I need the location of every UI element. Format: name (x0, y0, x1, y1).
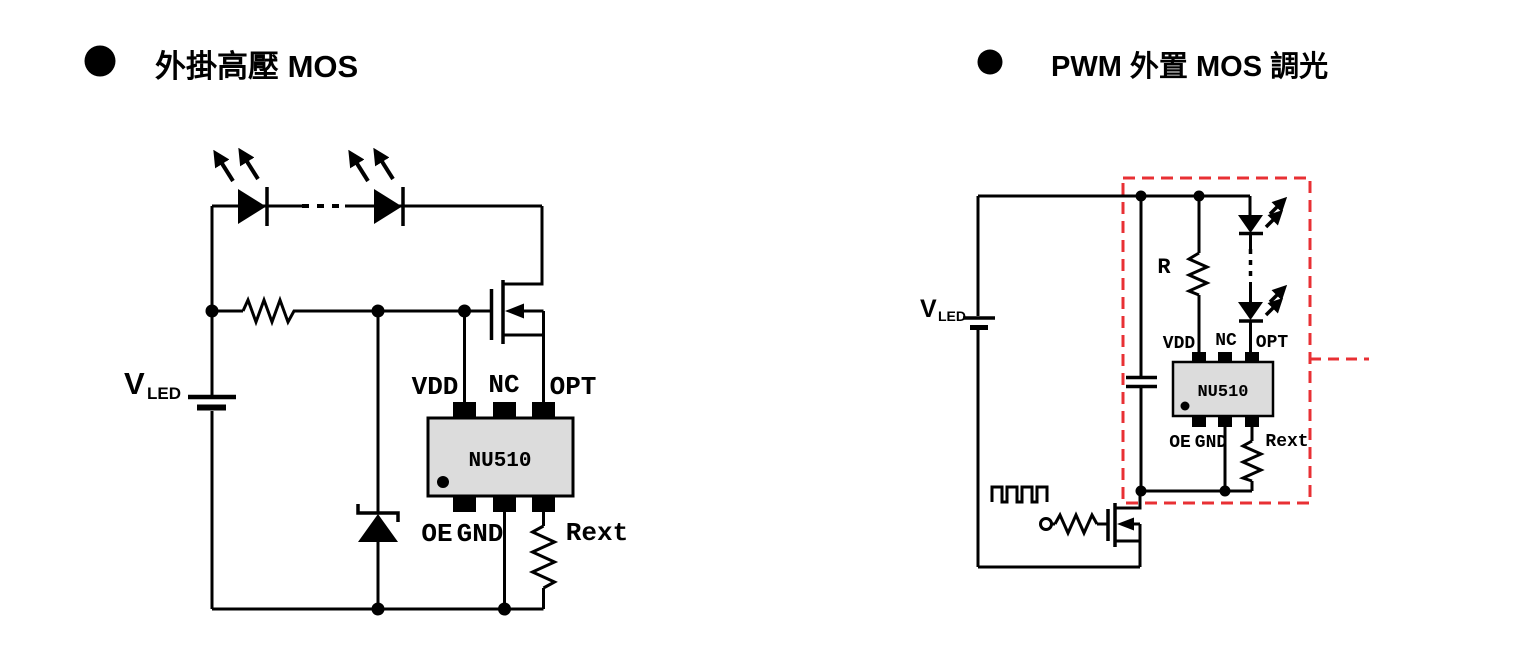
vled-label: V LED (124, 366, 181, 403)
led-icon (374, 189, 402, 224)
opt-label: OPT (1256, 333, 1289, 353)
led-icon (238, 189, 266, 224)
right-circuit: R (920, 176, 1369, 569)
chip-nu510: NU510 (1171, 352, 1275, 427)
gnd-label: GND (457, 519, 504, 549)
pin-nc (493, 402, 516, 419)
left-title-text: 外掛高壓 MOS (155, 49, 358, 84)
light-arrows-icon (213, 147, 395, 183)
zener-branch (356, 311, 400, 609)
input-terminal-icon (1039, 517, 1053, 531)
pin-oe (453, 495, 476, 512)
pin-gnd (493, 495, 516, 512)
chip-pin-labels: VDD NC OPT OE GND Rext (412, 370, 629, 549)
vled-main: V (124, 366, 145, 401)
resistor-icon (1053, 511, 1099, 537)
pin1-marker-icon (437, 476, 449, 488)
pwm-waveform-icon (990, 485, 1049, 504)
oe-label: OE (1169, 433, 1191, 453)
vled-battery (188, 206, 236, 609)
zener-diode-icon (358, 514, 398, 542)
pin-gnd (1218, 416, 1232, 427)
mosfet-drain-wire (1115, 491, 1142, 510)
led-string (1238, 196, 1288, 352)
mosfet-body-arrow-icon (1117, 517, 1134, 531)
vdd-label: VDD (412, 372, 459, 402)
pin-oe (1192, 416, 1206, 427)
dashed-box (1121, 176, 1312, 505)
mosfet-body-arrow-icon (505, 303, 524, 319)
right-title: PWM 外置 MOS 調光 (977, 49, 1328, 83)
pin-vdd (453, 402, 476, 419)
resistor-icon (528, 524, 559, 590)
pwm-mosfet (1039, 491, 1142, 567)
pin1-marker-icon (1180, 401, 1190, 411)
light-arrows-icon (1264, 196, 1288, 317)
rext-branch (528, 512, 559, 609)
junction-dots (1135, 190, 1231, 497)
rext-label: Rext (566, 518, 628, 548)
capacitor-branch (1126, 196, 1157, 491)
chip-nu510: NU510 (426, 402, 575, 512)
left-title: 外掛高壓 MOS (84, 45, 358, 84)
chip-name-label: NU510 (1197, 383, 1248, 402)
chip-pin-labels: VDD NC OPT OE GND Rext (1163, 331, 1309, 453)
oe-label: OE (421, 519, 452, 549)
pin-opt (1245, 352, 1259, 362)
left-circuit: NU510 VDD NC OPT OE GND Rext (124, 147, 629, 616)
vled-main: V (920, 295, 937, 323)
resistor-icon (1238, 439, 1265, 483)
rext-label: Rext (1265, 432, 1308, 452)
chip-name-label: NU510 (468, 450, 531, 473)
r-label: R (1157, 255, 1171, 280)
opt-label: OPT (550, 372, 597, 402)
application-highlight-box (1121, 176, 1369, 505)
junction-dots (205, 304, 511, 616)
vled-battery (963, 196, 995, 567)
vled-sub: LED (938, 308, 966, 324)
pin-rext (1245, 416, 1259, 427)
nc-label: NC (488, 370, 519, 400)
gnd-label: GND (1195, 433, 1228, 453)
gate-resistor-line (212, 295, 490, 327)
pin-opt (532, 402, 555, 419)
rext-branch (1238, 427, 1265, 491)
bullet-icon (977, 49, 1003, 75)
right-title-text: PWM 外置 MOS 調光 (1051, 50, 1328, 83)
mosfet (489, 206, 545, 402)
vled-sub: LED (147, 384, 181, 403)
resistor-icon (241, 295, 298, 327)
nc-label: NC (1215, 331, 1237, 351)
vled-label: V LED (920, 295, 966, 324)
vdd-label: VDD (1163, 334, 1196, 354)
led-icon (1238, 215, 1263, 233)
r-resistor-branch: R (1157, 196, 1211, 352)
pin-rext (532, 495, 555, 512)
chip-body (426, 416, 575, 498)
pin-vdd (1192, 352, 1206, 362)
bullet-icon (84, 45, 116, 77)
led-icon (1238, 302, 1263, 320)
mosfet-drain-wire (503, 206, 544, 286)
resistor-icon (1185, 251, 1211, 297)
led-string (212, 147, 542, 226)
zener-cathode-bar (356, 504, 400, 522)
pin-nc (1218, 352, 1232, 362)
